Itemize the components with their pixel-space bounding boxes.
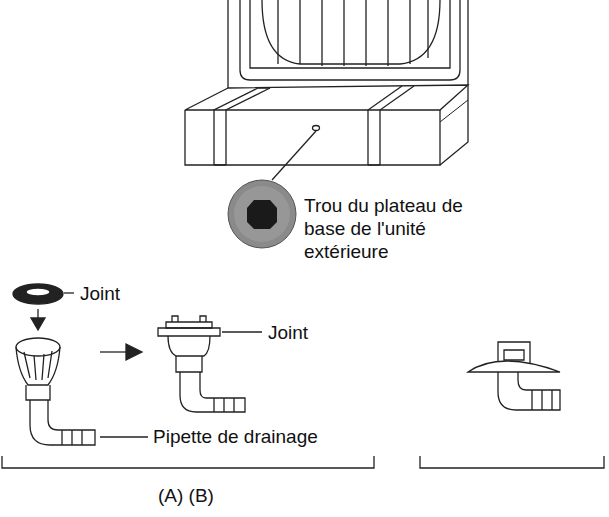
part-label: Joint xyxy=(268,321,348,344)
hole-label: Trou du plateau de base de l'unité extér… xyxy=(304,194,494,263)
part-label: Pipette de drainage xyxy=(153,425,373,448)
outdoor-unit xyxy=(185,0,468,180)
drain-parts xyxy=(2,284,604,468)
view-label: (A) (B) xyxy=(158,484,278,507)
hole-detail xyxy=(228,180,296,248)
part-label: Joint xyxy=(80,282,160,305)
